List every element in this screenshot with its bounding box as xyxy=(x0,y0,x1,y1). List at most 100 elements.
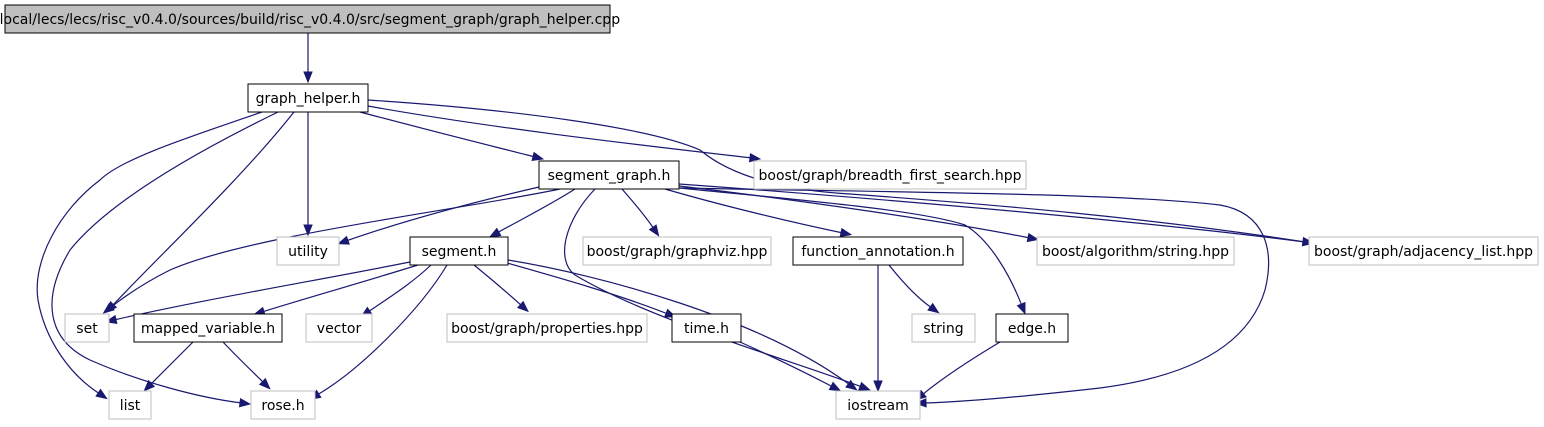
arrowhead-icon xyxy=(102,302,115,314)
edge-segment_graph-to-graphviz xyxy=(621,188,660,237)
node-label: function_annotation.h xyxy=(801,244,954,260)
node-box xyxy=(108,390,152,420)
edge-segment_graph-to-adjacency xyxy=(678,183,1315,247)
arrowhead-icon xyxy=(516,300,529,313)
edge-graph_helper-to-segment_graph xyxy=(359,111,545,161)
edge-segment_graph-to-iostream xyxy=(564,188,871,391)
edge-segment_graph-to-edge xyxy=(678,187,1026,315)
node-label: set xyxy=(76,321,98,337)
node-vector: vector xyxy=(305,313,373,343)
node-box xyxy=(911,313,976,343)
node-label: boost/graph/adjacency_list.hpp xyxy=(1314,244,1533,260)
edge-segment_graph-to-function_annotation xyxy=(664,188,853,238)
edge-function_annotation-to-iostream xyxy=(873,265,883,393)
arrowhead-icon xyxy=(1016,301,1026,315)
node-string: string xyxy=(911,313,976,343)
edge-root-to-graph_helper xyxy=(303,33,313,84)
node-segment-graph[interactable]: segment_graph.h xyxy=(538,160,680,190)
arrowhead-icon xyxy=(303,224,313,237)
arrowhead-icon xyxy=(488,227,502,238)
node-box xyxy=(250,390,316,420)
edge-segment_graph-to-segment xyxy=(488,188,576,238)
node-box xyxy=(409,236,509,266)
node-list: list xyxy=(108,390,152,420)
node-label: boost/algorithm/string.hpp xyxy=(1042,244,1229,260)
node-edge[interactable]: edge.h xyxy=(995,313,1069,343)
node-box xyxy=(835,390,921,420)
node-box xyxy=(446,313,648,343)
node-graph-helper[interactable]: graph_helper.h xyxy=(247,83,369,113)
arrowhead-icon xyxy=(927,302,940,314)
edge-segment-to-vector xyxy=(360,264,432,318)
node-label: segment.h xyxy=(422,244,497,260)
arrowhead-icon xyxy=(858,381,871,391)
node-segment[interactable]: segment.h xyxy=(409,236,509,266)
node-label: iostream xyxy=(847,398,909,414)
edge-segment-to-iostream xyxy=(507,259,858,391)
node-label: time.h xyxy=(684,321,729,337)
arrowhead-icon xyxy=(143,379,156,392)
node-adjacency: boost/graph/adjacency_list.hpp xyxy=(1308,236,1539,266)
edge-time-to-iostream xyxy=(739,341,842,392)
node-label: segment_graph.h xyxy=(548,168,671,184)
node-label: boost/graph/breadth_first_search.hpp xyxy=(759,168,1022,184)
arrowhead-icon xyxy=(845,379,858,391)
arrowhead-icon xyxy=(258,377,271,390)
edge-graph_helper-to-rose xyxy=(51,111,279,408)
node-root[interactable]: /local/lecs/lecs/risc_v0.4.0/sources/bui… xyxy=(0,4,620,34)
edge-segment_graph-to-set xyxy=(102,188,561,314)
arrowhead-icon xyxy=(873,380,883,393)
arrowhead-icon xyxy=(828,381,842,392)
arrowhead-icon xyxy=(748,153,762,163)
arrowhead-icon xyxy=(648,224,660,237)
arrowhead-icon xyxy=(95,388,108,400)
node-label: list xyxy=(120,398,141,414)
edge-segment_graph-to-utility xyxy=(337,186,540,245)
node-graphviz: boost/graph/graphviz.hpp xyxy=(582,236,772,266)
node-box xyxy=(753,160,1027,190)
edge-segment-to-mapped_variable xyxy=(253,264,419,316)
node-function-annotation[interactable]: function_annotation.h xyxy=(792,236,964,266)
node-box xyxy=(671,313,742,343)
arrowhead-icon xyxy=(238,397,252,408)
node-mapped-variable[interactable]: mapped_variable.h xyxy=(133,313,283,343)
edge-graph_helper-to-bfs xyxy=(367,105,762,163)
node-time[interactable]: time.h xyxy=(671,313,742,343)
node-box xyxy=(792,236,964,266)
node-string-hpp: boost/algorithm/string.hpp xyxy=(1036,236,1235,266)
node-box xyxy=(4,4,611,34)
node-box xyxy=(1036,236,1235,266)
arrowhead-icon xyxy=(531,151,545,161)
node-bfs: boost/graph/breadth_first_search.hpp xyxy=(753,160,1027,190)
node-properties: boost/graph/properties.hpp xyxy=(446,313,648,343)
node-label: vector xyxy=(317,321,362,337)
edge-segment-to-time xyxy=(506,262,677,318)
edge-edge-to-iostream xyxy=(914,341,1001,401)
node-label: string xyxy=(923,321,963,337)
arrowhead-icon xyxy=(337,235,350,245)
arrowhead-icon xyxy=(1026,232,1040,243)
node-box xyxy=(582,236,772,266)
edge-graph_helper-to-list xyxy=(36,111,263,400)
edge-function_annotation-to-string xyxy=(888,264,940,314)
node-box xyxy=(133,313,283,343)
arrowhead-icon xyxy=(1301,236,1315,247)
arrowhead-icon xyxy=(839,227,853,238)
node-box xyxy=(538,160,680,190)
node-label: /local/lecs/lecs/risc_v0.4.0/sources/bui… xyxy=(0,12,620,28)
edge-segment-to-properties xyxy=(473,264,529,313)
node-box xyxy=(276,236,340,266)
node-label: utility xyxy=(288,244,328,260)
edges-layer xyxy=(36,33,1315,408)
node-utility: utility xyxy=(276,236,340,266)
edge-mapped_variable-to-list xyxy=(143,341,194,392)
edge-graph_helper-to-utility xyxy=(303,112,313,237)
node-label: boost/graph/graphviz.hpp xyxy=(587,244,768,260)
node-iostream: iostream xyxy=(835,390,921,420)
node-box xyxy=(64,313,110,343)
edge-mapped_variable-to-rose xyxy=(222,341,271,390)
node-box xyxy=(995,313,1069,343)
nodes-layer: /local/lecs/lecs/risc_v0.4.0/sources/bui… xyxy=(0,4,1539,420)
node-box xyxy=(1308,236,1539,266)
